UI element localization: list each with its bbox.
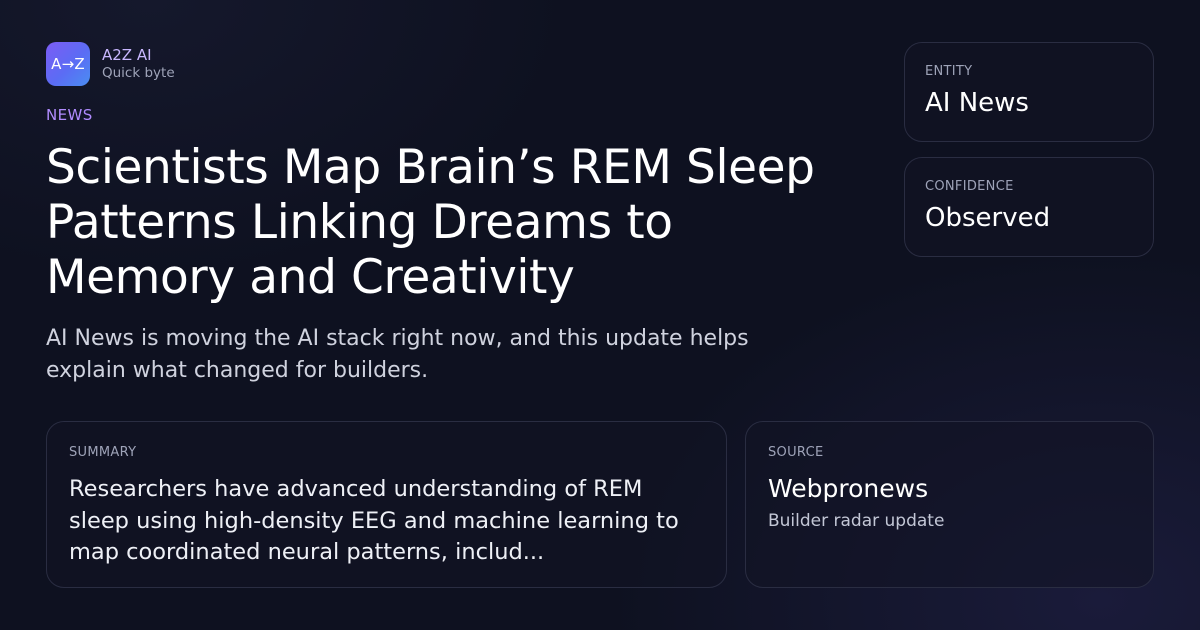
logo-text: A→Z	[51, 55, 85, 73]
confidence-value: Observed	[925, 203, 1051, 233]
headline: Scientists Map Brain’s REM Sleep Pattern…	[46, 140, 815, 305]
brand: A→Z A2Z AI Quick byte	[46, 42, 175, 86]
summary-label: SUMMARY	[69, 445, 137, 460]
summary-text: Researchers have advanced understanding …	[69, 476, 679, 565]
source-card: SOURCE Webpronews Builder radar update	[745, 421, 1154, 588]
entity-label: ENTITY	[925, 64, 973, 79]
lede: AI News is moving the AI stack right now…	[46, 326, 749, 383]
brand-text: A2Z AI Quick byte	[102, 46, 175, 82]
entity-value: AI News	[925, 88, 1029, 118]
entity-card: ENTITY AI News	[904, 42, 1154, 142]
source-label: SOURCE	[768, 445, 824, 460]
a2z-logo-icon: A→Z	[46, 42, 90, 86]
brand-tagline: Quick byte	[102, 64, 175, 81]
confidence-label: CONFIDENCE	[925, 179, 1014, 194]
summary-card: SUMMARY Researchers have advanced unders…	[46, 421, 727, 588]
confidence-card: CONFIDENCE Observed	[904, 157, 1154, 257]
brand-name: A2Z AI	[102, 46, 152, 65]
source-name: Webpronews	[768, 474, 929, 503]
source-subtitle: Builder radar update	[768, 511, 945, 531]
category-label: NEWS	[46, 106, 93, 124]
